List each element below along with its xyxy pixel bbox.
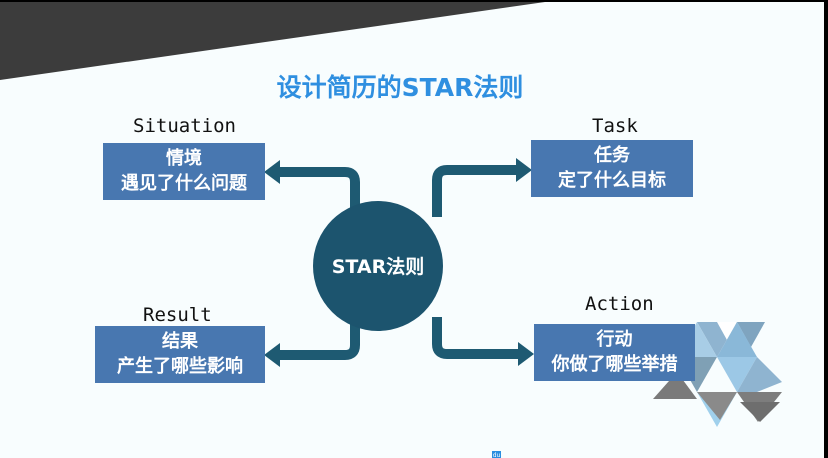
- situation-title: 情境: [166, 148, 202, 169]
- task-box: 任务 定了什么目标: [531, 140, 693, 197]
- action-box: 行动 你做了哪些举措: [534, 324, 695, 381]
- situation-label: Situation: [133, 115, 236, 137]
- arrow-task: [432, 165, 518, 217]
- arrow-action: [432, 317, 518, 359]
- top-banner: [0, 2, 545, 80]
- slide-title: 设计简历的STAR法则: [276, 73, 524, 102]
- action-title: 行动: [596, 329, 633, 350]
- result-label: Result: [143, 304, 212, 326]
- du-badge-icon[interactable]: du: [492, 451, 501, 458]
- action-desc: 你做了哪些举措: [551, 354, 678, 375]
- arrow-result: [278, 317, 360, 360]
- arrowheads: [264, 158, 534, 367]
- center-circle: [313, 201, 443, 331]
- result-box: 结果 产生了哪些影响: [95, 326, 265, 383]
- task-label: Task: [592, 115, 638, 137]
- action-label: Action: [585, 293, 654, 315]
- result-desc: 产生了哪些影响: [117, 356, 243, 377]
- task-desc: 定了什么目标: [558, 170, 666, 191]
- result-title: 结果: [162, 331, 198, 352]
- center-label: STAR法则: [331, 256, 425, 278]
- task-title: 任务: [594, 145, 630, 166]
- arrow-situation: [278, 167, 360, 217]
- situation-desc: 遇见了什么问题: [121, 173, 247, 194]
- connector-arrows: [278, 165, 518, 360]
- situation-box: 情境 遇见了什么问题: [103, 143, 265, 200]
